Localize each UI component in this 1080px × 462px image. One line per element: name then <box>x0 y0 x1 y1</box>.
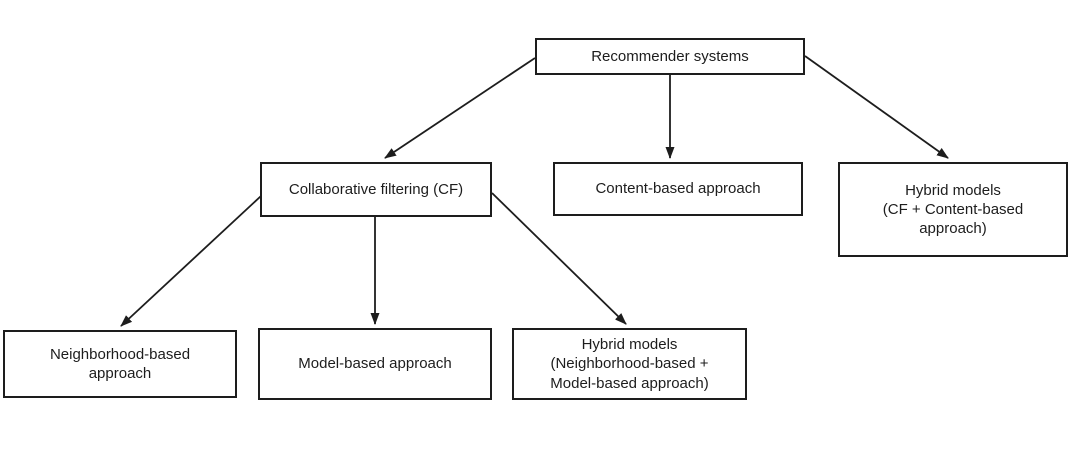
node-hybrid-cf-content: Hybrid models (CF + Content-based approa… <box>838 162 1068 257</box>
node-neighborhood-based-approach: Neighborhood-based approach <box>3 330 237 398</box>
node-collaborative-filtering: Collaborative filtering (CF) <box>260 162 492 217</box>
node-recommender-systems: Recommender systems <box>535 38 805 75</box>
node-model-based-approach: Model-based approach <box>258 328 492 400</box>
arrow-cf-to-neighborhood <box>120 195 262 327</box>
arrow-recommender-to-hybrid-top <box>804 55 949 159</box>
arrow-recommender-to-cf <box>384 57 536 159</box>
node-hybrid-neighborhood-model: Hybrid models (Neighborhood-based + Mode… <box>512 328 747 400</box>
node-content-based-approach: Content-based approach <box>553 162 803 216</box>
arrow-cf-to-hybrid-bottom <box>491 192 627 325</box>
